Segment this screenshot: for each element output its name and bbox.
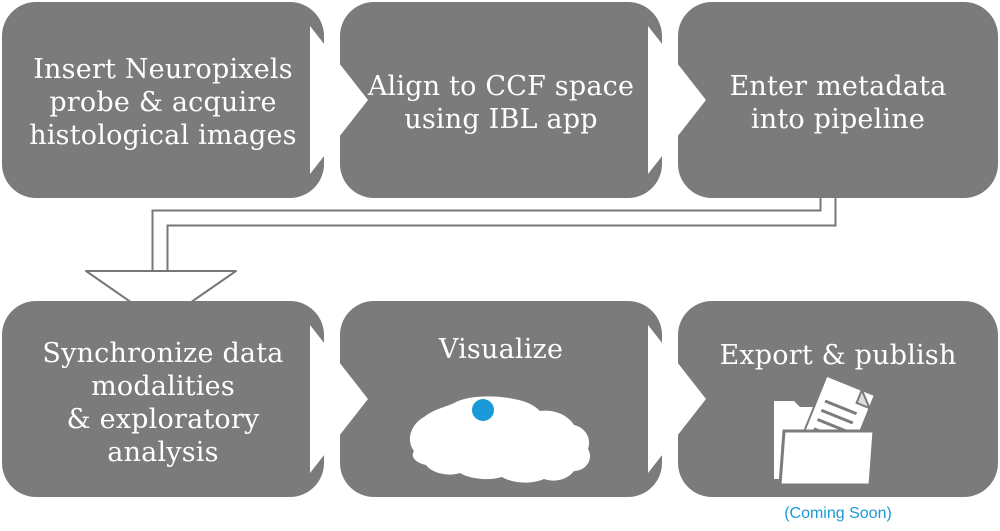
arrow-step1-to-step2 — [310, 26, 368, 174]
coming-soon-note: (Coming Soon) — [784, 505, 892, 522]
step-export-publish: Export & publish — [678, 301, 998, 497]
step-visualize-label: Visualize — [438, 334, 564, 365]
step-insert-probe: Insert Neuropixels probe & acquire histo… — [2, 2, 324, 198]
arrow-step5-to-step6 — [648, 325, 706, 473]
step-synchronize: Synchronize data modalities & explorator… — [2, 301, 324, 497]
step-export-publish-label: Export & publish — [719, 340, 957, 371]
step-align-ccf: Align to CCF space using IBL app — [340, 2, 662, 198]
connector-arrow-head — [85, 270, 237, 324]
arrow-step2-to-step3 — [648, 26, 706, 174]
folder-with-document-icon — [774, 375, 877, 487]
step-align-ccf-label: Align to CCF space using IBL app — [367, 71, 635, 135]
location-dot — [472, 399, 494, 421]
step-enter-metadata-label: Enter metadata into pipeline — [729, 71, 947, 135]
arrow-step4-to-step5 — [310, 325, 368, 473]
step-insert-probe-label: Insert Neuropixels probe & acquire histo… — [29, 54, 297, 151]
connector-pipe-inner — [153, 196, 835, 278]
step-synchronize-label: Synchronize data modalities & explorator… — [42, 338, 284, 468]
step-enter-metadata: Enter metadata into pipeline — [678, 2, 998, 198]
step-visualize: Visualize — [340, 301, 662, 497]
brain-silhouette-icon — [409, 396, 591, 483]
